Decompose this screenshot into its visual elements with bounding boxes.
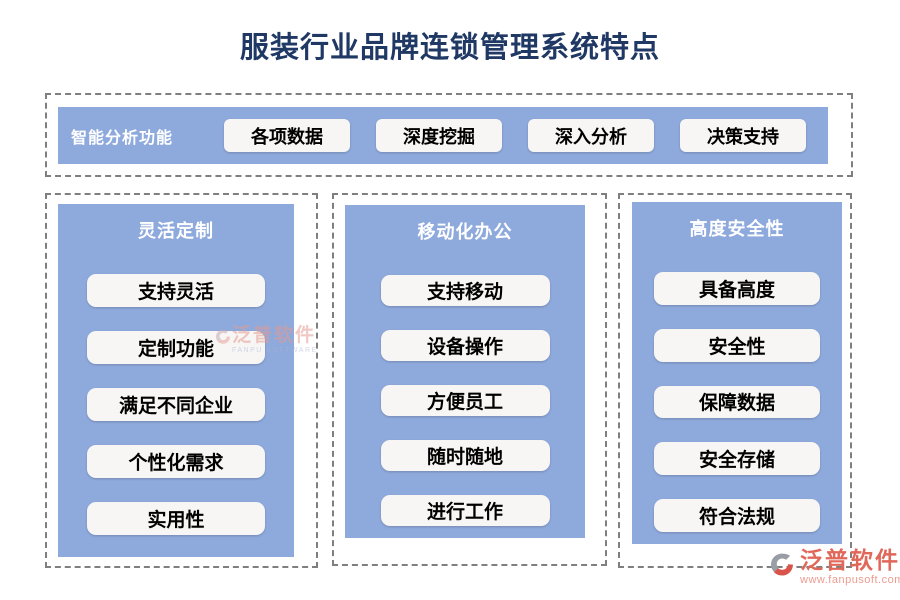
mobile-office-panel: 移动化办公 支持移动 设备操作 方便员工 随时随地 进行工作 [345,205,585,538]
list-item: 定制功能 [87,331,265,364]
list-item: 设备操作 [380,330,550,361]
analysis-item-mining: 深度挖掘 [376,119,502,152]
high-security-panel: 高度安全性 具备高度 安全性 保障数据 安全存储 符合法规 [632,202,842,544]
high-security-header: 高度安全性 [689,219,785,239]
analysis-item-decision: 决策支持 [680,119,806,152]
list-item: 保障数据 [654,385,820,419]
flexible-customization-header: 灵活定制 [138,221,214,241]
column-high-security: 高度安全性 具备高度 安全性 保障数据 安全存储 符合法规 [618,193,852,568]
smart-analysis-panel: 智能分析功能 各项数据 深度挖掘 深入分析 决策支持 [58,107,828,164]
fanpu-logo-icon [768,551,796,584]
smart-analysis-label: 智能分析功能 [71,129,174,147]
list-item: 具备高度 [654,272,820,305]
column-mobile-office: 移动化办公 支持移动 设备操作 方便员工 随时随地 进行工作 [332,193,607,566]
list-item: 符合法规 [654,499,820,532]
smart-analysis-section: 智能分析功能 各项数据 深度挖掘 深入分析 决策支持 [45,93,853,177]
list-item: 进行工作 [380,495,550,526]
flexible-customization-panel: 灵活定制 支持灵活 定制功能 满足不同企业 个性化需求 实用性 [58,204,294,557]
list-item: 支持灵活 [87,274,265,307]
brand-name: 泛普软件 [800,547,900,573]
list-item: 随时随地 [380,440,550,471]
mobile-office-header: 移动化办公 [417,222,513,242]
analysis-item-data: 各项数据 [224,119,350,152]
list-item: 满足不同企业 [87,388,265,421]
list-item: 安全存储 [654,442,820,476]
brand-url: www.fanpusoft.com [800,574,900,586]
list-item: 安全性 [654,328,820,362]
page-title: 服装行业品牌连锁管理系统特点 [239,32,660,64]
column-flexible-customization: 灵活定制 支持灵活 定制功能 满足不同企业 个性化需求 实用性 [45,193,318,568]
smart-analysis-items: 各项数据 深度挖掘 深入分析 决策支持 [224,119,828,152]
list-item: 个性化需求 [87,445,265,478]
list-item: 方便员工 [380,385,550,416]
list-item: 支持移动 [380,275,550,306]
analysis-item-insight: 深入分析 [528,119,654,152]
list-item: 实用性 [87,502,265,535]
fanpu-brand-logo: 泛普软件 www.fanpusoft.com [768,549,900,586]
